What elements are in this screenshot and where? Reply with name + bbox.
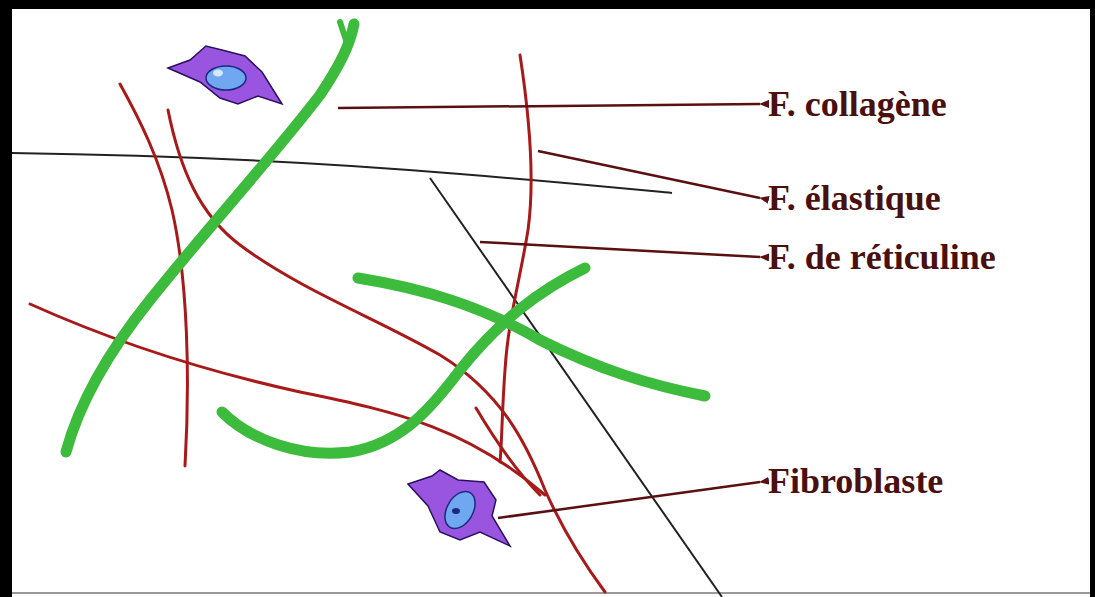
elastic-fibers xyxy=(12,153,722,597)
frame-border xyxy=(12,592,1090,594)
frame-border xyxy=(1090,0,1095,597)
fibroblast-cell xyxy=(408,470,510,546)
leader-line xyxy=(338,104,760,518)
part-label: Fibroblaste xyxy=(768,461,943,501)
part-label: F. élastique xyxy=(768,178,941,218)
collagen-fibers xyxy=(66,22,705,453)
part-label: F. de réticuline xyxy=(768,237,996,277)
fibroblast-cell xyxy=(168,46,282,104)
part-label: F. collagène xyxy=(768,84,947,124)
frame-border xyxy=(0,0,1095,9)
frame-border xyxy=(0,0,12,597)
